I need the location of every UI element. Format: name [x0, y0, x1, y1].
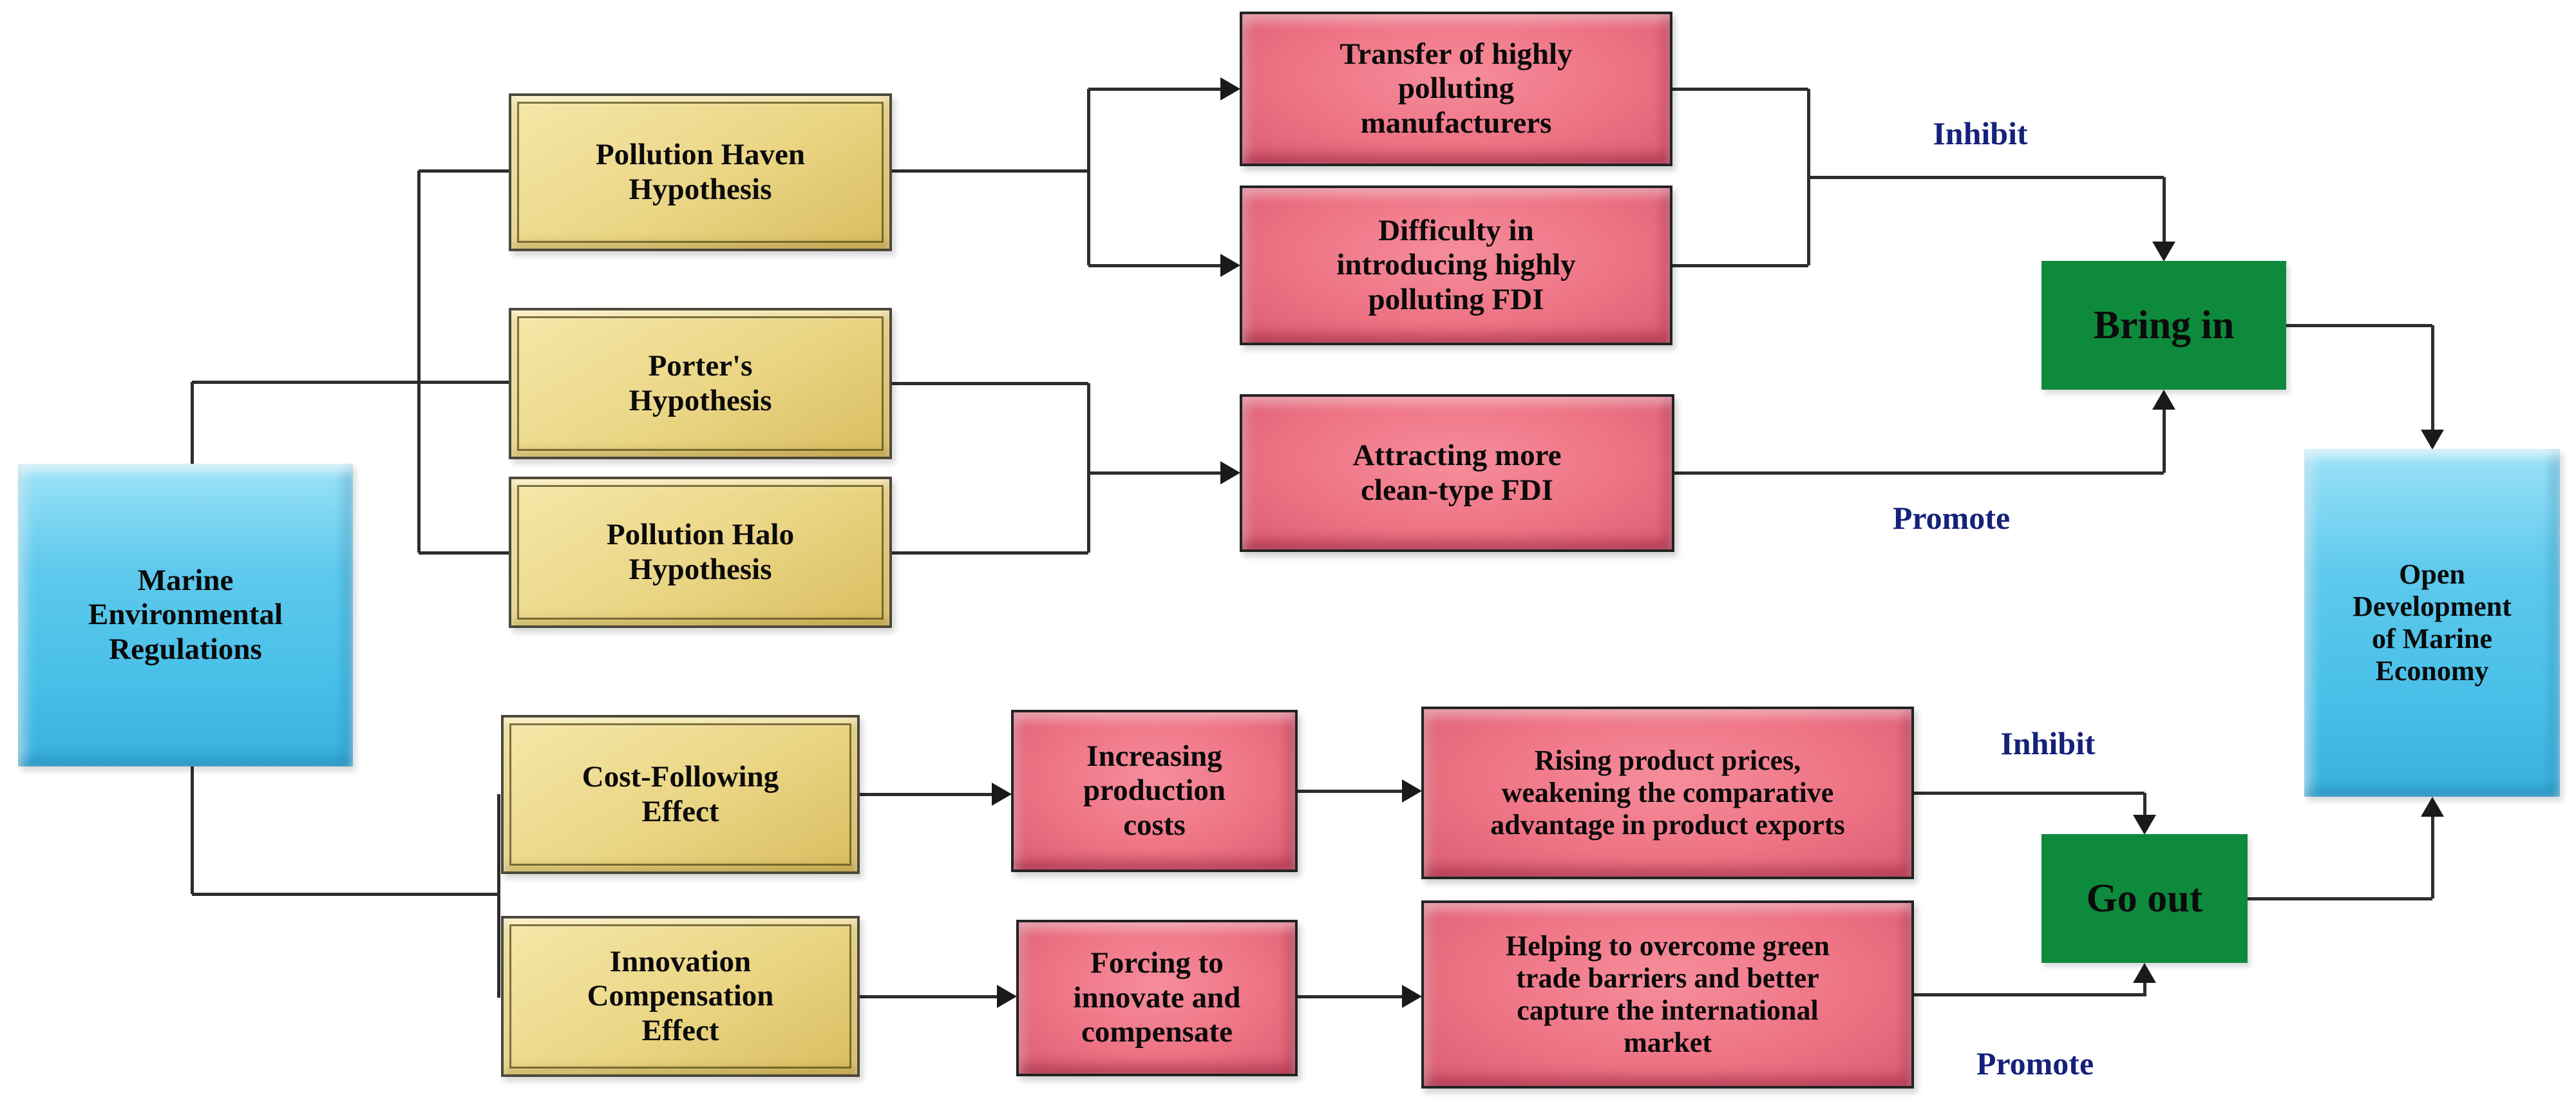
node-label: Difficulty in introducing highly polluti… — [1336, 213, 1576, 316]
connector — [1672, 88, 1808, 91]
arrowhead — [1220, 254, 1240, 277]
node-label: Innovation Compensation Effect — [587, 944, 774, 1047]
connector — [2248, 897, 2432, 900]
connector — [2143, 981, 2146, 996]
connector — [2431, 325, 2434, 431]
node-label: Forcing to innovate and compensate — [1073, 946, 1241, 1049]
connector — [2143, 793, 2146, 816]
node-helping-overcome-green-trade-barriers: Helping to overcome green trade barriers… — [1421, 900, 1914, 1089]
connector — [1674, 471, 2164, 475]
connector — [1088, 88, 1222, 91]
node-label: Transfer of highly polluting manufacture… — [1340, 37, 1573, 140]
connector — [2163, 177, 2166, 243]
node-pollution-haven-hypothesis: Pollution Haven Hypothesis — [509, 93, 892, 251]
arrowhead — [1220, 461, 1240, 484]
connector — [191, 382, 194, 464]
connector — [1087, 383, 1090, 553]
edge-label-promote-top: Promote — [1892, 500, 2011, 536]
arrowhead — [2133, 815, 2156, 835]
node-label: Pollution Haven Hypothesis — [595, 137, 806, 206]
node-attracting-clean-type-fdi: Attracting more clean-type FDI — [1240, 394, 1674, 552]
node-bring-in: Bring in — [2041, 261, 2286, 390]
node-transfer-of-highly-polluting-manufacturers: Transfer of highly polluting manufacture… — [1240, 12, 1672, 166]
connector — [892, 551, 1088, 555]
connector — [192, 381, 509, 384]
node-rising-product-prices: Rising product prices, weakening the com… — [1421, 707, 1914, 879]
connector — [1088, 471, 1222, 475]
node-open-development-of-marine-economy: Open Development of Marine Economy — [2304, 449, 2560, 797]
connector — [417, 171, 421, 553]
node-label: Cost-Following Effect — [582, 759, 779, 828]
node-pollution-halo-hypothesis: Pollution Halo Hypothesis — [509, 477, 892, 628]
node-label: Rising product prices, weakening the com… — [1490, 744, 1845, 841]
arrowhead — [2133, 963, 2156, 983]
connector — [191, 766, 194, 894]
connector — [1914, 792, 2145, 795]
node-label: Bring in — [2093, 303, 2235, 347]
edge-label-promote-bottom: Promote — [1976, 1045, 2094, 1081]
connector — [892, 169, 1088, 173]
node-marine-environmental-regulations: Marine Environmental Regulations — [18, 464, 353, 766]
arrowhead — [2152, 390, 2175, 410]
node-label: Open Development of Marine Economy — [2353, 558, 2512, 687]
connector — [2163, 408, 2166, 473]
connector — [497, 794, 500, 998]
node-innovation-compensation-effect: Innovation Compensation Effect — [501, 916, 860, 1077]
connector — [419, 169, 509, 173]
node-porters-hypothesis: Porter's Hypothesis — [509, 308, 892, 459]
node-label: Go out — [2086, 876, 2203, 920]
connector — [1808, 176, 2164, 179]
connector — [2431, 815, 2434, 899]
node-cost-following-effect: Cost-Following Effect — [501, 715, 860, 874]
node-forcing-to-innovate-and-compensate: Forcing to innovate and compensate — [1016, 920, 1298, 1076]
edge-label-inhibit-bottom: Inhibit — [2000, 725, 2096, 761]
node-label: Pollution Halo Hypothesis — [606, 517, 795, 586]
connector — [1914, 993, 2145, 996]
node-label: Porter's Hypothesis — [629, 348, 772, 417]
arrowhead — [1402, 779, 1422, 803]
arrowhead — [997, 985, 1017, 1008]
node-label: Helping to overcome green trade barriers… — [1505, 929, 1830, 1059]
arrowhead — [2421, 797, 2444, 817]
connector — [1298, 995, 1403, 998]
node-increasing-production-costs: Increasing production costs — [1011, 710, 1298, 872]
node-label: Increasing production costs — [1083, 739, 1226, 842]
arrowhead — [992, 783, 1012, 806]
arrowhead — [2152, 242, 2175, 262]
connector — [860, 793, 993, 796]
connector — [892, 382, 1088, 385]
connector — [2286, 324, 2432, 327]
connector — [419, 551, 509, 555]
node-label: Marine Environmental Regulations — [88, 563, 283, 666]
connector — [1087, 89, 1090, 265]
edge-label-inhibit-top: Inhibit — [1933, 115, 2028, 151]
connector — [192, 893, 498, 896]
connector — [1672, 264, 1808, 267]
node-label: Attracting more clean-type FDI — [1352, 438, 1562, 507]
connector — [1088, 264, 1222, 267]
arrowhead — [2421, 430, 2444, 450]
connector — [860, 995, 998, 998]
node-go-out: Go out — [2041, 834, 2248, 963]
arrowhead — [1220, 77, 1240, 100]
connector — [1298, 790, 1403, 793]
node-difficulty-introducing-polluting-fdi: Difficulty in introducing highly polluti… — [1240, 186, 1672, 345]
arrowhead — [1402, 985, 1422, 1008]
